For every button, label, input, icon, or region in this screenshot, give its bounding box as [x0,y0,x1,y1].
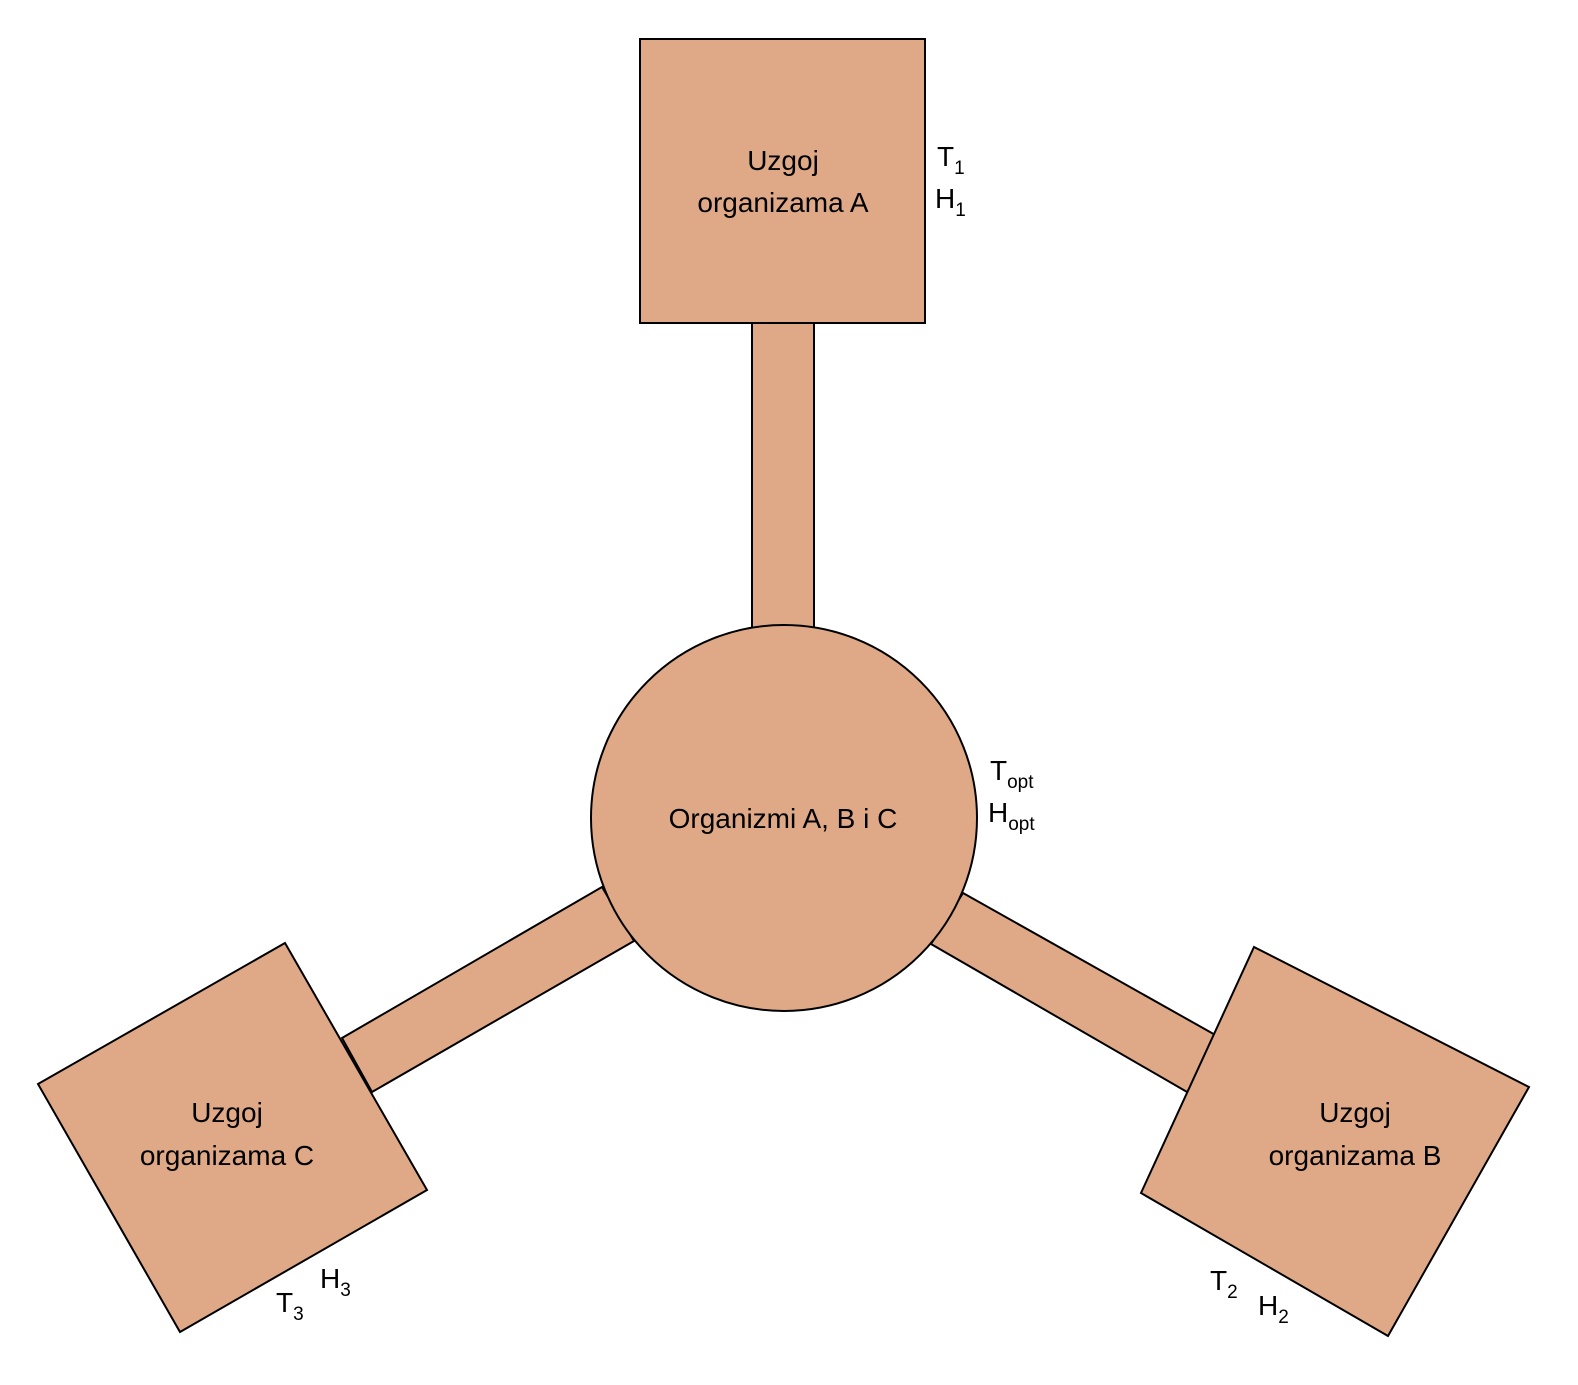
center-t-label: Topt [990,755,1034,793]
connector-c [340,885,636,1094]
node-a-line1: Uzgoj [747,145,819,176]
node-a-line2: organizama A [697,187,869,218]
node-c-h-label: H3 [320,1263,351,1301]
node-c-box [36,941,429,1334]
connector-b [929,891,1228,1098]
node-c-line2: organizama C [140,1140,314,1171]
node-b-h-label: H2 [1258,1290,1289,1328]
node-b-line1: Uzgoj [1319,1097,1391,1128]
connector-a [751,322,815,633]
node-a-t-label: T1 [937,141,965,179]
node-c-t-label: T3 [276,1287,304,1325]
center-h-label: Hopt [988,797,1035,835]
node-b-t-label: T2 [1210,1265,1238,1303]
node-a-box [639,38,926,324]
node-b-box [1139,945,1531,1338]
center-node [590,624,978,1012]
node-b-line2: organizama B [1269,1140,1442,1171]
node-c-line1: Uzgoj [191,1097,263,1128]
node-a-h-label: H1 [935,183,966,221]
center-label: Organizmi A, B i C [669,803,898,834]
